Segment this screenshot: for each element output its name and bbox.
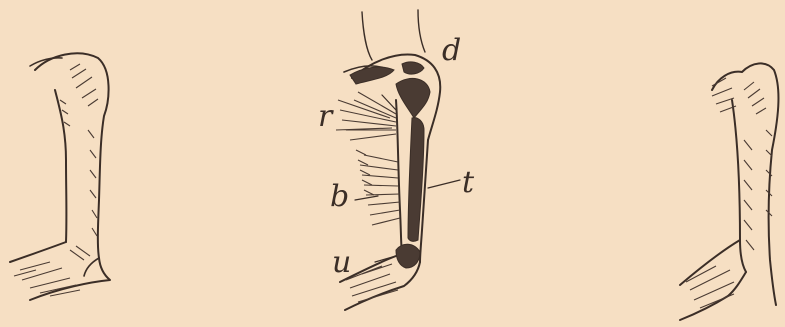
label-t: t — [462, 165, 475, 200]
label-b: b — [330, 179, 349, 214]
label-r: r — [318, 99, 334, 134]
label-d: d — [442, 33, 461, 68]
left-humerus-figure — [10, 53, 110, 300]
right-humerus-figure — [680, 63, 778, 320]
label-u: u — [332, 245, 351, 280]
